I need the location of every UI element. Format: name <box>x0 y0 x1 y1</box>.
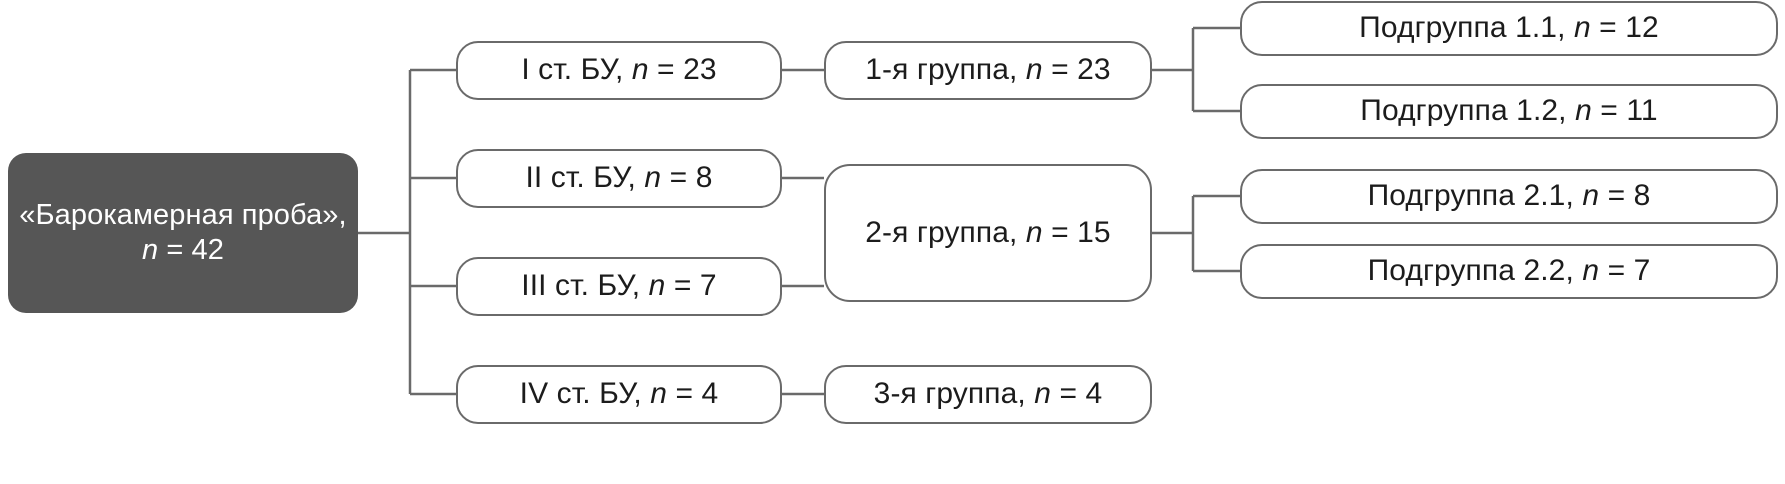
stage-2-label: II ст. БУ, n = 8 <box>525 161 713 195</box>
stage-3-label: III ст. БУ, n = 7 <box>521 269 717 303</box>
stage-1-label: I ст. БУ, n = 23 <box>521 53 717 87</box>
group-2-label: 2-я группа, n = 15 <box>865 215 1111 249</box>
stage-1-node[interactable]: I ст. БУ, n = 23 <box>456 41 782 100</box>
stage-3-node[interactable]: III ст. БУ, n = 7 <box>456 257 782 316</box>
subgroup-1-1-node[interactable]: Подгруппа 1.1, n = 12 <box>1240 1 1778 56</box>
subgroup-2-1-label: Подгруппа 2.1, n = 8 <box>1367 179 1651 213</box>
group-1-label: 1-я группа, n = 23 <box>865 53 1111 87</box>
subgroup-1-1-label: Подгруппа 1.1, n = 12 <box>1359 11 1659 45</box>
group-2-node[interactable]: 2-я группа, n = 15 <box>824 164 1152 302</box>
stage-2-node[interactable]: II ст. БУ, n = 8 <box>456 149 782 208</box>
group-3-label: 3-я группа, n = 4 <box>873 377 1103 411</box>
root-node-label: «Барокамерная проба»,n = 42 <box>19 198 347 266</box>
subgroup-1-2-label: Подгруппа 1.2, n = 11 <box>1360 94 1658 128</box>
group-1-node[interactable]: 1-я группа, n = 23 <box>824 41 1152 100</box>
root-node[interactable]: «Барокамерная проба»,n = 42 <box>8 153 358 313</box>
stage-4-node[interactable]: IV ст. БУ, n = 4 <box>456 365 782 424</box>
subgroup-2-2-label: Подгруппа 2.2, n = 7 <box>1367 254 1651 288</box>
stage-4-label: IV ст. БУ, n = 4 <box>519 377 719 411</box>
subgroup-2-1-node[interactable]: Подгруппа 2.1, n = 8 <box>1240 169 1778 224</box>
subgroup-1-2-node[interactable]: Подгруппа 1.2, n = 11 <box>1240 84 1778 139</box>
group-3-node[interactable]: 3-я группа, n = 4 <box>824 365 1152 424</box>
subgroup-2-2-node[interactable]: Подгруппа 2.2, n = 7 <box>1240 244 1778 299</box>
